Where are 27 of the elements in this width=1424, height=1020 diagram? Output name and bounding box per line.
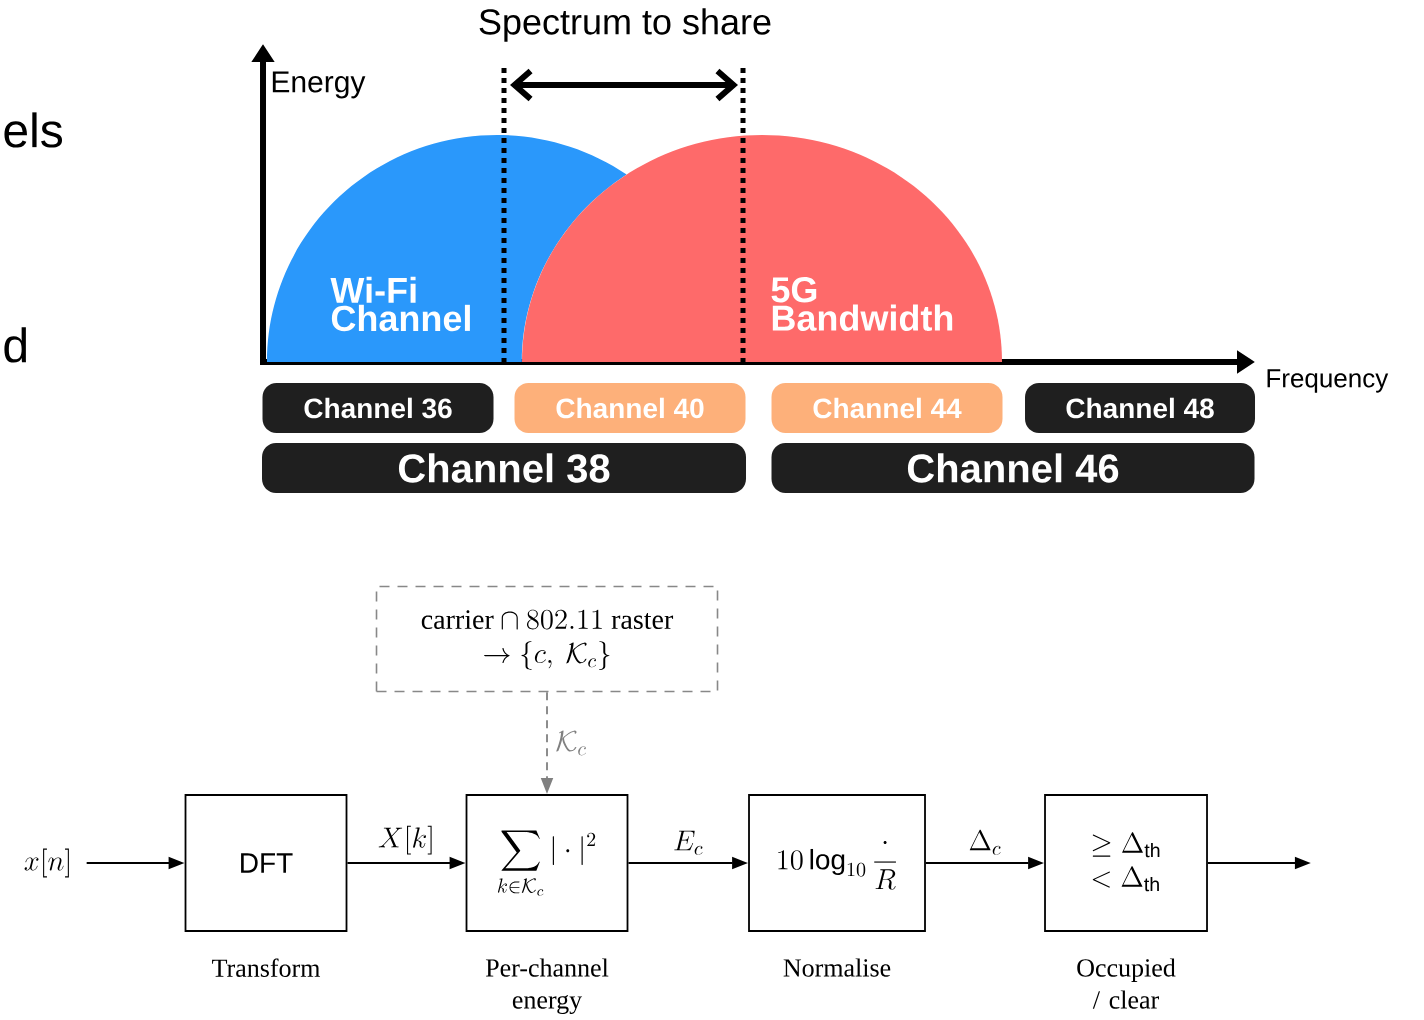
axis-label: Spectrum to share (479, 8, 771, 42)
process-box: $10\log_{10}\frac{\cdot}{R}$ (748, 794, 926, 932)
edge-label: $\mathcal{K}_c$ (553, 729, 589, 758)
process-box: $\mathrm{DFT}$ (184, 794, 348, 932)
axis-label: Frequency (1267, 369, 1389, 393)
edge-label: $E_c$ (671, 828, 706, 857)
box-caption: Per-channel energy (485, 958, 609, 1015)
channel-bar: Channel 44 (771, 383, 1003, 433)
signal-label: $x[n]$ (24, 848, 69, 878)
dashed-box: $\begin{array}{c}\text{carrier}\cap 802.11\ \text{raster}\\ \to\{c,\ \mathcal{K}_c\}\end{array}$ (375, 585, 719, 693)
channel-bar: Channel 38 (262, 443, 746, 493)
channel-bar: Channel 46 (771, 443, 1255, 493)
box-caption: Occupied / clear (1077, 958, 1176, 1009)
axis-label: d (4, 327, 26, 363)
channel-bar: Channel 48 (1025, 383, 1255, 433)
edge-label: $X[k]$ (376, 823, 437, 857)
process-box: $\begin{array}{l}\geq\Delta_{\mathrm{th}}\\ <\Delta_{\mathrm{th}}\end{array}$ (1044, 794, 1208, 932)
channel-bar: Channel 40 (514, 383, 746, 433)
spectrum-lobe: 5G Bandwidth (522, 135, 1002, 362)
edge-label: $\Delta_c$ (966, 828, 1004, 857)
axis-label: Energy (272, 71, 366, 99)
box-caption: Transform (212, 958, 320, 977)
process-box: $\sum_{k\in\mathcal{K}_c}|\cdot|^2$ (465, 794, 629, 932)
axis-label: els (4, 112, 62, 148)
box-caption: Normalise (783, 958, 891, 977)
spectrum-lobe: Wi-Fi Channel (267, 135, 627, 362)
channel-bar: Channel 36 (262, 383, 494, 433)
